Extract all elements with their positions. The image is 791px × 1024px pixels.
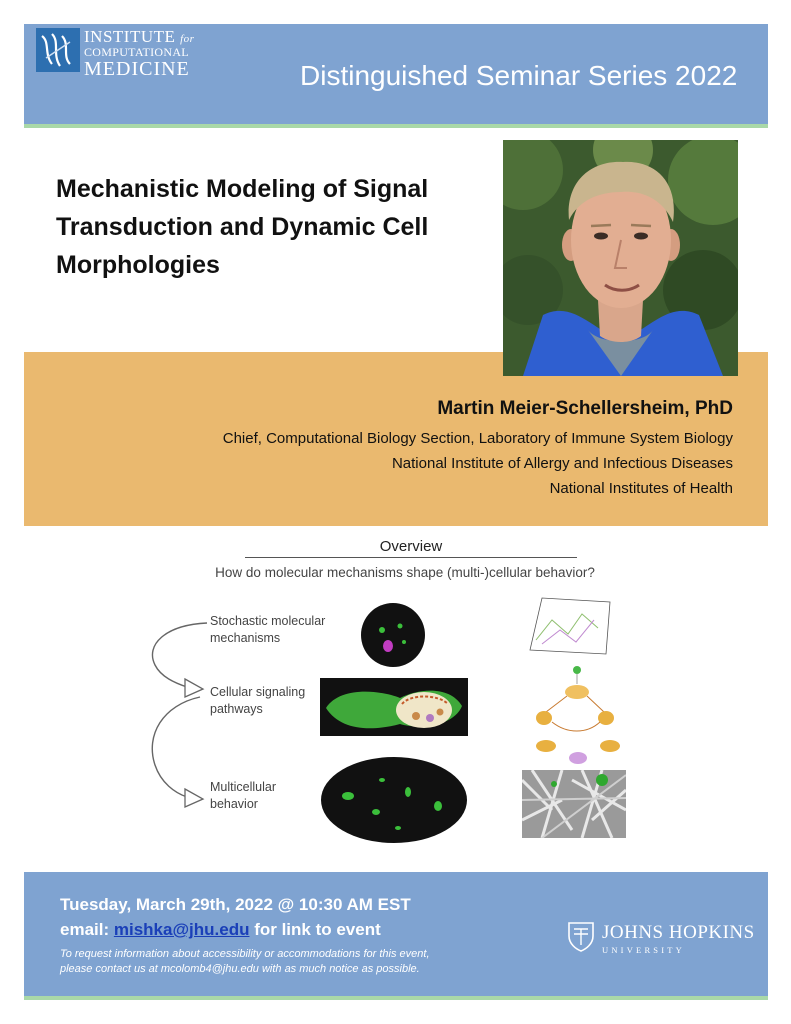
email-prefix: email: — [60, 920, 114, 939]
icm-logo-text: INSTITUTE for COMPUTATIONAL MEDICINE — [84, 28, 194, 79]
icm-logo-icon — [36, 28, 80, 72]
speaker-name: Martin Meier-Schellersheim, PhD — [437, 398, 733, 419]
molecular-microscopy-image — [361, 603, 425, 667]
speaker-affiliation-institute: National Institute of Allergy and Infect… — [391, 455, 733, 472]
series-title: Distinguished Seminar Series 2022 — [300, 60, 738, 91]
level-label-line: Multicellular — [210, 780, 276, 794]
talk-title-line: Morphologies — [56, 251, 220, 279]
jhu-shield-icon — [568, 922, 594, 952]
accessibility-line: please contact us at mcolomb4@jhu.edu wi… — [60, 963, 420, 975]
level-label-line: Cellular signaling — [210, 685, 306, 699]
tissue-microscopy-image — [522, 770, 626, 838]
jhu-name: JOHNS HOPKINS — [602, 922, 755, 943]
logo-medicine: MEDICINE — [84, 58, 190, 80]
logo-computational: COMPUTATIONAL — [84, 45, 189, 59]
speaker-affiliation-title: Chief, Computational Biology Section, La… — [222, 430, 733, 447]
accessibility-line: To request information about accessibili… — [60, 948, 430, 960]
level-label-line: pathways — [210, 702, 263, 716]
talk-title-line: Mechanistic Modeling of Signal — [56, 175, 429, 203]
overview-level-molecular: Stochastic molecular mechanisms — [210, 613, 325, 647]
talk-title: Mechanistic Modeling of Signal Transduct… — [56, 170, 486, 284]
speaker-band — [24, 352, 768, 526]
footer-divider — [24, 996, 768, 1000]
email-suffix: for link to event — [249, 920, 381, 939]
event-date: Tuesday, March 29th, 2022 @ 10:30 AM EST — [60, 895, 411, 914]
overview-title: Overview — [245, 538, 577, 558]
simulation-plot-image — [522, 590, 618, 662]
level-label-line: mechanisms — [210, 631, 281, 645]
cell-pathway-image — [320, 678, 468, 736]
logo-institute: INSTITUTE — [84, 27, 176, 46]
footer-banner — [24, 872, 768, 996]
event-email-line: email: mishka@jhu.edu for link to event — [60, 920, 381, 940]
logo-for: for — [180, 33, 195, 45]
jhu-university: UNIVERSITY — [602, 945, 685, 955]
overview-level-pathways: Cellular signaling pathways — [210, 684, 305, 718]
level-label-line: behavior — [210, 797, 258, 811]
overview-level-multicellular: Multicellular behavior — [210, 779, 276, 813]
overview-subtitle: How do molecular mechanisms shape (multi… — [215, 565, 595, 580]
talk-title-line: Transduction and Dynamic Cell — [56, 213, 429, 241]
accessibility-note: To request information about accessibili… — [60, 947, 530, 977]
email-link[interactable]: mishka@jhu.edu — [113, 920, 250, 939]
speaker-photo — [503, 140, 738, 376]
multicellular-microscopy-image — [321, 757, 467, 843]
cycle-arrows-icon — [151, 622, 208, 809]
header-banner — [24, 24, 768, 124]
jhu-logo-text: JOHNS HOPKINS UNIVERSITY — [602, 922, 755, 955]
level-label-line: Stochastic molecular — [210, 614, 326, 628]
header-divider — [24, 124, 768, 128]
speaker-affiliation-nih: National Institutes of Health — [549, 480, 733, 497]
signaling-network-diagram — [522, 662, 632, 772]
